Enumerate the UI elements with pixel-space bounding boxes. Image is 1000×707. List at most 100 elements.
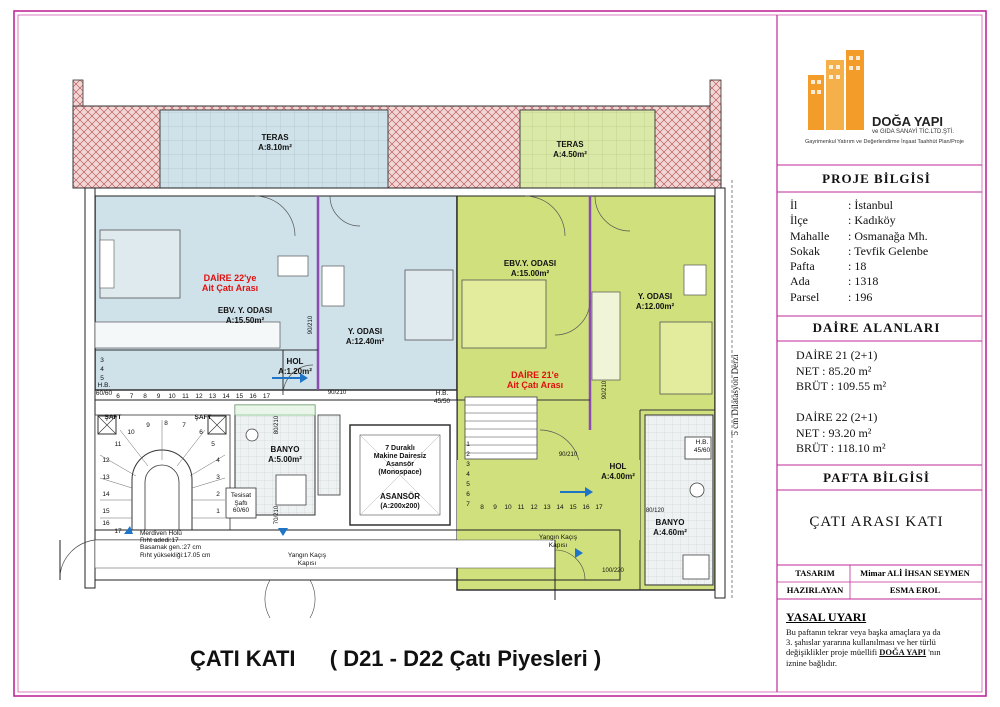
stair-step-number: 5 bbox=[466, 481, 470, 488]
project-info-row: İl: İstanbul bbox=[790, 198, 928, 213]
company-name: DOĞA YAPI bbox=[872, 114, 944, 129]
stair-step-number: 6 bbox=[116, 393, 120, 400]
stair-step-number: 14 bbox=[102, 491, 110, 498]
sheet-info-heading: PAFTA BİLGİSİ bbox=[823, 470, 930, 485]
project-info-row: Mahalle : Osmanağa Mh. bbox=[790, 229, 928, 244]
stair-step-number: 5 bbox=[211, 441, 215, 448]
drawing-title-main: ÇATI KATI bbox=[190, 646, 296, 671]
project-info-value: : 18 bbox=[848, 259, 867, 274]
door-size-8: 80/120 bbox=[645, 508, 665, 514]
stair-step-number: 7 bbox=[466, 501, 470, 508]
stair-step-number: 10 bbox=[168, 393, 176, 400]
door-size-1: 90/210 bbox=[308, 315, 314, 335]
stair-step-number: 9 bbox=[156, 393, 161, 400]
project-info-key: Ada bbox=[790, 274, 810, 289]
project-info-key: İl bbox=[790, 198, 798, 212]
prepared-label: HAZIRLAYAN bbox=[786, 585, 844, 595]
door-size-4: 90/210 bbox=[558, 452, 578, 458]
hb-label-3: H.B.45/60 bbox=[693, 439, 711, 454]
door-size-7: 100/220 bbox=[602, 568, 624, 574]
project-info-key: Mahalle bbox=[790, 228, 830, 243]
stair-step-number: 17 bbox=[595, 504, 603, 511]
hb-label-1: H.B.60/60 bbox=[95, 382, 113, 397]
drawing-title: ÇATI KATI ( D21 - D22 Çatı Piyesleri ) bbox=[190, 646, 670, 672]
project-info-key: Pafta bbox=[790, 259, 815, 274]
sheet-info-value: ÇATI ARASI KATI bbox=[809, 514, 944, 530]
stair-step-number: 14 bbox=[556, 504, 564, 511]
stair-step-number: 9 bbox=[493, 504, 497, 511]
project-info-value: : 196 bbox=[848, 289, 873, 304]
door-size-6: 80/210 bbox=[274, 415, 280, 435]
door-size-3: 90/210 bbox=[602, 380, 608, 400]
project-info-key: Sokak bbox=[790, 243, 820, 258]
stair-step-number: 7 bbox=[129, 393, 134, 400]
stair-step-number: 4 bbox=[216, 457, 220, 464]
stair-step-number: 15 bbox=[102, 508, 110, 515]
stair-step-number: 15 bbox=[235, 393, 244, 400]
stair-step-number: 4 bbox=[466, 471, 470, 478]
stair-step-number: 13 bbox=[543, 504, 551, 511]
stair-step-number: 13 bbox=[208, 393, 217, 400]
stair-step-number: 10 bbox=[127, 429, 135, 436]
stair-step-number: 3 bbox=[216, 474, 220, 481]
project-info-row: Pafta : 18 bbox=[790, 259, 928, 274]
stair-step-number: 14 bbox=[222, 393, 230, 400]
stair-step-number: 12 bbox=[195, 393, 203, 400]
dilatation-label: 5 cm Dilatasyon Derzi bbox=[730, 354, 740, 436]
drawing-title-sub: ( D21 - D22 Çatı Piyesleri ) bbox=[329, 646, 602, 671]
project-info-value: : Osmanağa Mh. bbox=[848, 228, 928, 243]
design-label: TASARIM bbox=[795, 568, 835, 578]
stair-step-number: 3 bbox=[466, 461, 470, 468]
saft-label-1: ŞAFT bbox=[104, 414, 122, 421]
hb-label-2: H.B.45/50 bbox=[433, 390, 451, 405]
stair-step-number: 11 bbox=[114, 441, 122, 448]
stair-step-number: 16 bbox=[582, 504, 590, 511]
prepared-value: ESMA EROL bbox=[889, 585, 941, 595]
stair-step-number: 11 bbox=[517, 504, 525, 511]
project-info-value: : Kadıköy bbox=[848, 213, 896, 228]
legal-heading: YASAL UYARI bbox=[786, 610, 867, 624]
project-info-row: Parsel: 196 bbox=[790, 290, 928, 305]
door-size-2: 90/210 bbox=[327, 390, 347, 396]
floor-plan bbox=[59, 79, 733, 619]
stair-step-number: 1 bbox=[216, 508, 220, 515]
legal-text: Bu paftanın tekrar veya başka amaçlara y… bbox=[786, 627, 941, 668]
asansor-label: ASANSÖR(A:200x200) bbox=[379, 492, 420, 510]
stair-step-number: 15 bbox=[569, 504, 577, 511]
stair-step-number: 6 bbox=[466, 491, 470, 498]
project-info-value: : Tevfik Gelenbe bbox=[848, 243, 929, 258]
stair-step-number: 11 bbox=[182, 393, 189, 400]
project-info-row: İlçe: Kadıköy bbox=[790, 213, 928, 228]
stair-step-number: 10 bbox=[504, 504, 512, 511]
door-size-5: 70/210 bbox=[274, 505, 280, 525]
project-info-value: : 1318 bbox=[848, 274, 879, 289]
project-info-row: Sokak : Tevfik Gelenbe bbox=[790, 244, 928, 259]
project-info-heading: PROJE BİLGİSİ bbox=[822, 171, 931, 186]
stair-step-number: 3 bbox=[100, 357, 104, 364]
stair-step-number: 17 bbox=[262, 393, 271, 400]
stair-step-number: 6 bbox=[199, 429, 203, 436]
project-info-row: Ada : 1318 bbox=[790, 274, 928, 289]
stair-step-number: 5 bbox=[100, 375, 104, 382]
stair-step-number: 17 bbox=[114, 528, 122, 535]
stair-step-number: 8 bbox=[143, 393, 147, 400]
company-tagline: Gayrimenkul Yatırım ve Değerlendirme İnş… bbox=[805, 139, 964, 145]
unit-areas-heading: DAİRE ALANLARI bbox=[812, 320, 941, 335]
